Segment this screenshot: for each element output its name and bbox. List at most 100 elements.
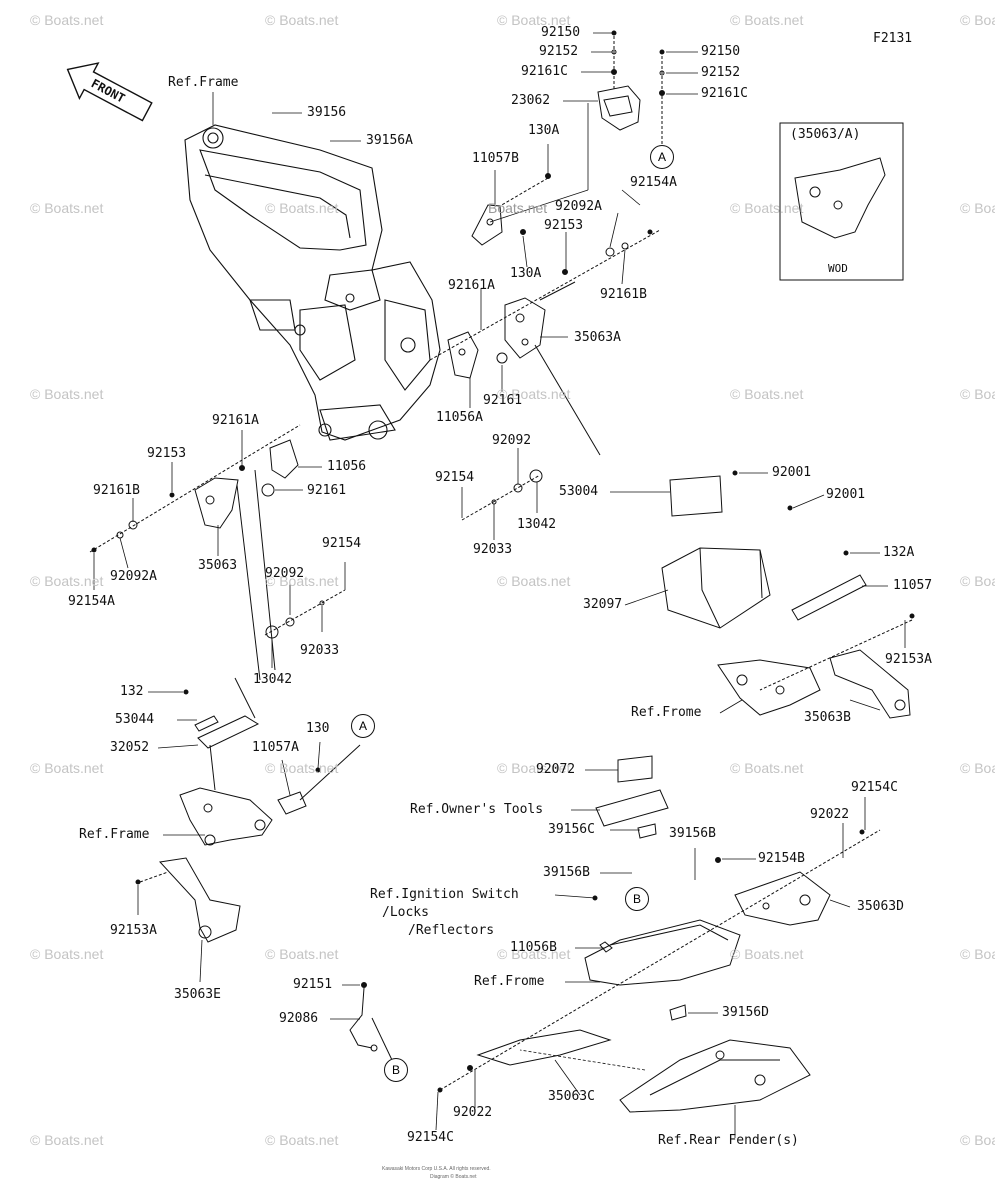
label-13042-low: 13042 <box>253 672 293 687</box>
label-ref-ign-3: /Reflectors <box>408 923 495 938</box>
label-92092a-left: 92092A <box>110 569 157 584</box>
label-92161b-left: 92161B <box>93 483 140 498</box>
label-32052: 32052 <box>110 740 150 755</box>
figure-code: F2131 <box>873 31 913 46</box>
watermark-r6c0: © Boats.net <box>30 1132 104 1148</box>
watermark-r4c1: © Boats.net <box>265 760 339 776</box>
label-92154-mid: 92154 <box>435 470 475 485</box>
watermark-r0c0: © Boats.net <box>30 12 104 28</box>
main-frame-drawing <box>184 124 441 441</box>
label-35063a: 35063A <box>574 330 621 345</box>
battery-case-32097-drawing <box>661 470 867 629</box>
label-13042-mid: 13042 <box>517 517 557 532</box>
label-92154b: 92154B <box>758 851 805 866</box>
watermark-r4c2: © Boats.net <box>497 760 571 776</box>
label-92153-top: 92153 <box>544 218 584 233</box>
callout-a-left: A <box>351 714 375 738</box>
label-92086: 92086 <box>279 1011 319 1026</box>
watermark-r0c4: © Boats.net <box>960 12 995 28</box>
label-92153-left: 92153 <box>147 446 187 461</box>
step-bracket-35063e-drawing <box>135 857 241 943</box>
watermark-r1c4: © Boats.net <box>960 200 995 216</box>
label-92092-low: 92092 <box>265 566 305 581</box>
label-92072: 92072 <box>536 762 576 777</box>
watermark-r3c0: © Boats.net <box>30 573 104 589</box>
watermark-r3c2: © Boats.net <box>497 573 571 589</box>
label-92154a-top: 92154A <box>630 175 677 190</box>
label-130: 130 <box>306 721 330 736</box>
watermark-r1c1: © Boats.net <box>265 200 339 216</box>
inset-box <box>779 122 904 281</box>
watermark-r5c3: © Boats.net <box>730 946 804 962</box>
label-92154-low: 92154 <box>322 536 362 551</box>
watermark-r2c4: © Boats.net <box>960 386 995 402</box>
watermark-r3c1: © Boats.net <box>265 573 339 589</box>
label-ref-frame-top: Ref.Frame <box>168 75 239 90</box>
label-92152-b: 92152 <box>701 65 741 80</box>
cable-92086-drawing <box>349 982 393 1061</box>
label-ref-ign-2: /Locks <box>382 905 429 920</box>
label-92161b-top: 92161B <box>600 287 647 302</box>
bracket-23062-drawing <box>597 30 665 145</box>
watermark-r5c4: © Boats.net <box>960 946 995 962</box>
watermark-r0c2: © Boats.net <box>497 12 571 28</box>
label-92152-a: 92152 <box>539 44 579 59</box>
label-39156b-b: 39156B <box>543 865 590 880</box>
watermark-r4c3: © Boats.net <box>730 760 804 776</box>
label-ref-owners-tools: Ref.Owner's Tools <box>410 802 544 817</box>
label-35063c: 35063C <box>548 1089 595 1104</box>
label-92161a-top: 92161A <box>448 278 495 293</box>
footer-line-2: Diagram © Boats.net <box>430 1174 477 1180</box>
watermark-r5c1: © Boats.net <box>265 946 339 962</box>
footer-line-1: Kawasaki Motors Corp U.S.A. All rights r… <box>382 1166 491 1172</box>
watermark-inline: Boats.net <box>488 200 548 216</box>
watermark-r0c1: © Boats.net <box>265 12 339 28</box>
label-11057a: 11057A <box>252 740 299 755</box>
label-132a: 132A <box>883 545 915 560</box>
watermark-r2c3: © Boats.net <box>730 386 804 402</box>
label-92154c-right: 92154C <box>851 780 898 795</box>
label-35063d: 35063D <box>857 899 904 914</box>
label-92092a-top: 92092A <box>555 199 602 214</box>
watermark-r6c1: © Boats.net <box>265 1132 339 1148</box>
watermark-r5c0: © Boats.net <box>30 946 104 962</box>
watermark-r4c4: © Boats.net <box>960 760 995 776</box>
label-11057b: 11057B <box>472 151 519 166</box>
label-39156a: 39156A <box>366 133 413 148</box>
watermark-r2c2: © Boats.net <box>497 386 571 402</box>
watermark-r4c0: © Boats.net <box>30 760 104 776</box>
watermark-r1c3: © Boats.net <box>730 200 804 216</box>
label-35063b: 35063B <box>804 710 851 725</box>
callout-b-mid: B <box>625 887 649 911</box>
label-92022-low: 92022 <box>453 1105 493 1120</box>
label-130a-top: 130A <box>528 123 560 138</box>
inset-title: (35063/A) <box>790 127 861 142</box>
watermark-r2c0: © Boats.net <box>30 386 104 402</box>
label-ref-rear-fender: Ref.Rear Fender(s) <box>658 1133 799 1148</box>
label-32097: 32097 <box>583 597 623 612</box>
plate-32052-drawing <box>183 677 260 749</box>
leader-lines <box>93 32 906 1138</box>
label-92001-b: 92001 <box>826 487 866 502</box>
watermark-r6c4: © Boats.net <box>960 1132 995 1148</box>
callout-b-low: B <box>384 1058 408 1082</box>
step-bracket-35063a-drawing <box>429 229 661 456</box>
label-ref-frome-mid: Ref.Frome <box>631 705 702 720</box>
label-92022-right: 92022 <box>810 807 850 822</box>
label-39156: 39156 <box>307 105 347 120</box>
frame-bracket-left-drawing <box>179 744 361 846</box>
label-39156c: 39156C <box>548 822 595 837</box>
watermark-r3c4: © Boats.net <box>960 573 995 589</box>
label-92161a-left: 92161A <box>212 413 259 428</box>
label-11056: 11056 <box>327 459 367 474</box>
label-92161-left: 92161 <box>307 483 347 498</box>
label-39156d: 39156D <box>722 1005 769 1020</box>
label-92153a-left: 92153A <box>110 923 157 938</box>
label-ref-frome-low: Ref.Frome <box>474 974 545 989</box>
label-92161-mid: 92161 <box>483 393 523 408</box>
label-92092-mid: 92092 <box>492 433 532 448</box>
label-92154c-low: 92154C <box>407 1130 454 1145</box>
label-92153a-right: 92153A <box>885 652 932 667</box>
